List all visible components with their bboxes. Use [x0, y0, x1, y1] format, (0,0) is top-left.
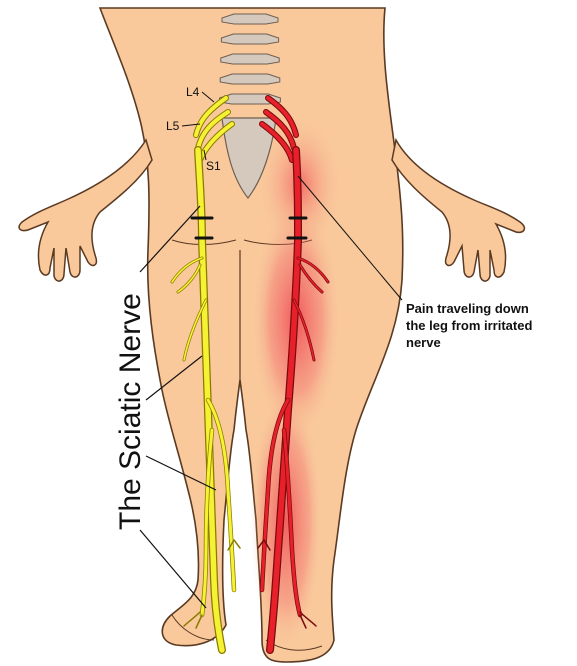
- left-arm: [19, 140, 152, 281]
- root-label-l5: L5: [166, 119, 180, 133]
- right-arm: [392, 140, 524, 281]
- title-pointer-4: [140, 530, 206, 608]
- vertebra: [220, 74, 280, 84]
- vertebra: [222, 14, 278, 24]
- pain-annotation-line-2: the leg from irritated: [406, 317, 576, 334]
- pain-annotation: Pain traveling down the leg from irritat…: [406, 300, 576, 351]
- pain-annotation-line-3: nerve: [406, 334, 576, 351]
- root-label-l4: L4: [186, 85, 200, 99]
- diagram-title: The Sciatic Nerve: [114, 293, 147, 530]
- vertebra: [221, 54, 279, 64]
- root-label-s1: S1: [206, 159, 221, 173]
- pain-annotation-line-1: Pain traveling down: [406, 300, 576, 317]
- vertebra: [221, 34, 278, 44]
